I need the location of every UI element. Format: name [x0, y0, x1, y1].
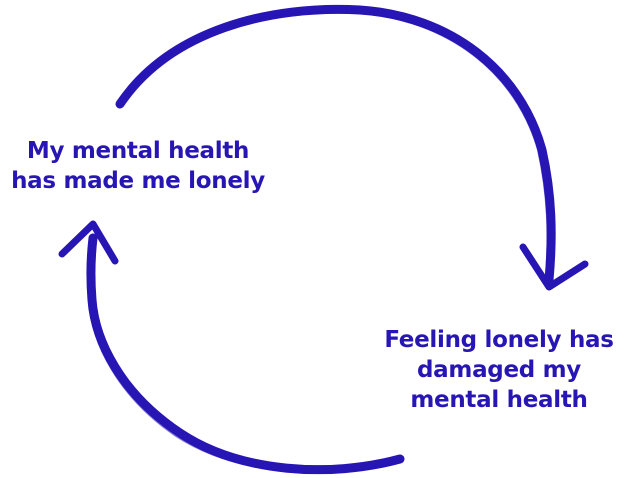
lower-arc-stroke [86, 233, 405, 475]
arrow-upper-arc [115, 4, 589, 291]
node-top-line-2: has made me lonely [11, 168, 265, 194]
cycle-node-loneliness-damages-mental-health: Feeling lonely has damaged my mental hea… [364, 325, 634, 415]
lower-arrowhead [58, 220, 119, 265]
arrow-lower-arc [58, 220, 405, 475]
node-top-line-1: My mental health [26, 138, 250, 164]
node-bottom-line-3: mental health [410, 387, 588, 413]
node-bottom-line-2: damaged my [417, 357, 581, 383]
upper-arrowhead [519, 243, 589, 291]
upper-arc-texture [125, 11, 549, 277]
node-bottom-line-1: Feeling lonely has [384, 327, 614, 353]
lower-arc-texture [86, 241, 397, 474]
cycle-node-mental-health-causes-loneliness: My mental health has made me lonely [0, 136, 276, 196]
